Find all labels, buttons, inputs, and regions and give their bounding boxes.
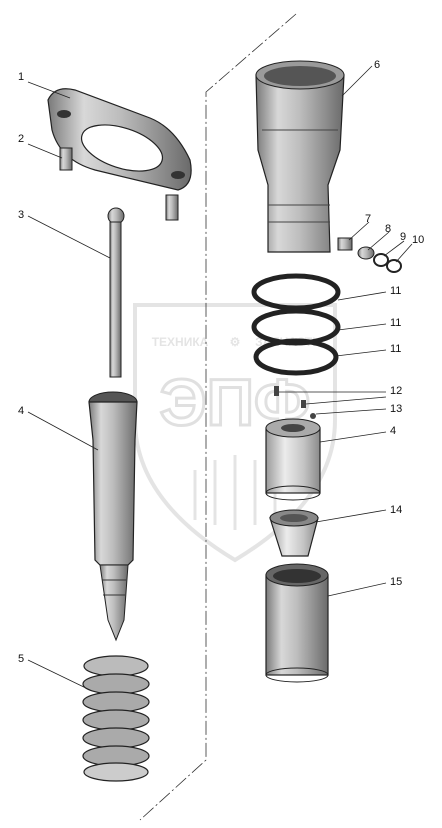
o-ring-parts bbox=[251, 273, 341, 376]
flange-part bbox=[47, 88, 192, 191]
watermark-top-left: ТЕХНИКА bbox=[152, 335, 209, 349]
center-axis-line bbox=[139, 13, 297, 821]
wheat-icon bbox=[193, 455, 277, 530]
callout-7: 7 bbox=[365, 213, 371, 225]
watermark-shield bbox=[133, 303, 337, 563]
leader-lines bbox=[27, 65, 413, 691]
callout-12: 12 bbox=[390, 385, 402, 397]
callout-6: 6 bbox=[374, 59, 380, 71]
callout-9: 9 bbox=[400, 231, 406, 243]
callout-11: 11 bbox=[390, 343, 401, 355]
sleeve-part bbox=[255, 60, 345, 253]
callout-4: 4 bbox=[390, 425, 396, 437]
callout-5: 5 bbox=[18, 653, 24, 665]
callout-1: 1 bbox=[18, 71, 24, 83]
callout-2: 2 bbox=[18, 133, 24, 145]
watermark-gear-icon: ⚙ bbox=[230, 335, 241, 349]
pin-parts bbox=[274, 386, 316, 419]
callout-3: 3 bbox=[18, 209, 24, 221]
callout-8: 8 bbox=[385, 223, 391, 235]
callout-14: 14 bbox=[390, 504, 402, 516]
spring-part bbox=[82, 655, 150, 782]
rod-part bbox=[107, 207, 125, 378]
fitting-parts bbox=[337, 237, 402, 273]
cone-part bbox=[269, 509, 319, 557]
callout-13: 13 bbox=[390, 403, 402, 415]
callout-15: 15 bbox=[390, 576, 402, 588]
callout-11: 11 bbox=[390, 317, 401, 329]
callout-10: 10 bbox=[412, 234, 424, 246]
cap-nut-part bbox=[265, 563, 329, 683]
stud-part bbox=[59, 147, 179, 221]
callout-11: 11 bbox=[390, 285, 401, 297]
nut-part bbox=[265, 418, 321, 501]
injector-body-part bbox=[88, 391, 138, 642]
callout-4: 4 bbox=[18, 405, 24, 417]
watermark: ТЕХНИКА ⚙ ЗАПЧАСТИ ЭПФ bbox=[133, 303, 337, 563]
